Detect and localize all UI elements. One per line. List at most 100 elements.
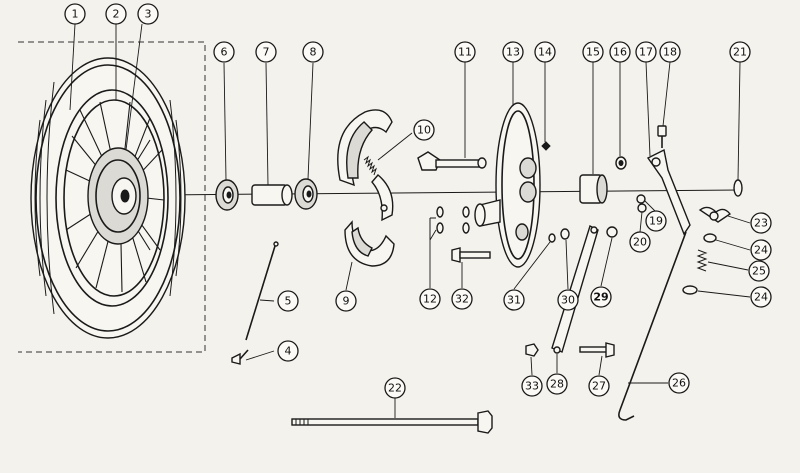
wing-nut (698, 206, 732, 223)
svg-text:27: 27 (592, 380, 606, 393)
washer-16 (615, 156, 627, 170)
brake-spring (363, 155, 377, 176)
svg-text:4: 4 (285, 345, 292, 358)
callout-19: 19 (645, 210, 667, 232)
adjuster-spring (696, 249, 708, 272)
lever-screw (657, 125, 667, 148)
callout-24-upper: 24 (750, 239, 772, 261)
washer-21 (733, 179, 743, 197)
leader-lines (69, 23, 751, 418)
callout-18: 18 (659, 41, 681, 63)
callout-27: 27 (588, 375, 610, 397)
callout-9: 9 (335, 290, 357, 312)
callout-28: 28 (546, 373, 568, 395)
callout-8: 8 (302, 41, 324, 63)
spoke (231, 241, 279, 365)
callout-11: 11 (454, 41, 476, 63)
torque-arm-bolt (579, 342, 615, 358)
callout-2: 2 (105, 3, 127, 25)
svg-text:15: 15 (586, 46, 600, 59)
right-spacer (579, 174, 608, 204)
svg-text:8: 8 (310, 46, 317, 59)
callout-4: 4 (277, 340, 299, 362)
svg-text:16: 16 (613, 46, 627, 59)
callout-30: 30 (557, 289, 579, 311)
svg-text:3: 3 (145, 8, 152, 21)
washer-24-upper (703, 233, 717, 243)
svg-text:24: 24 (754, 291, 768, 304)
callout-15: 15 (582, 41, 604, 63)
svg-text:10: 10 (417, 124, 431, 137)
washer-24-lower (682, 285, 698, 295)
svg-text:21: 21 (733, 46, 747, 59)
svg-text:25: 25 (752, 265, 766, 278)
callout-25: 25 (748, 260, 770, 282)
svg-text:23: 23 (754, 217, 768, 230)
callout-17: 17 (635, 41, 657, 63)
callout-22: 22 (384, 377, 406, 399)
callout-32: 32 (451, 288, 473, 310)
rear-axle (291, 410, 493, 434)
grease-nipple (541, 141, 551, 151)
svg-text:24: 24 (754, 244, 768, 257)
svg-text:11: 11 (458, 46, 472, 59)
svg-text:26: 26 (672, 377, 686, 390)
anchor-pins (436, 206, 470, 234)
tire-tread (34, 81, 182, 315)
callout-13: 13 (502, 41, 524, 63)
plate-bolt (451, 247, 491, 263)
rear-wheel (30, 57, 186, 339)
callout-29: 29 (590, 286, 612, 308)
callout-5: 5 (277, 290, 299, 312)
svg-text:2: 2 (113, 8, 120, 21)
svg-text:17: 17 (639, 46, 653, 59)
torque-arm-nut (525, 343, 539, 357)
left-bearing (215, 179, 239, 211)
brake-shoes (337, 109, 395, 267)
brake-lever (646, 148, 691, 236)
callout-3: 3 (137, 3, 159, 25)
svg-text:18: 18 (663, 46, 677, 59)
callout-12: 12 (419, 288, 441, 310)
callout-24-lower: 24 (750, 286, 772, 308)
torque-arm (551, 225, 599, 354)
svg-text:28: 28 (550, 378, 564, 391)
svg-text:30: 30 (561, 294, 575, 307)
svg-text:12: 12 (423, 293, 437, 306)
svg-text:13: 13 (506, 46, 520, 59)
svg-text:5: 5 (285, 295, 292, 308)
svg-text:31: 31 (507, 294, 521, 307)
callout-20: 20 (629, 231, 651, 253)
callout-31: 31 (503, 289, 525, 311)
callout-7: 7 (255, 41, 277, 63)
lever-nut (636, 194, 647, 213)
callout-6: 6 (213, 41, 235, 63)
right-bearing (294, 178, 318, 210)
callout-16: 16 (609, 41, 631, 63)
callout-21: 21 (729, 41, 751, 63)
nut-29 (606, 226, 618, 238)
svg-text:1: 1 (72, 8, 79, 21)
brake-plate (474, 102, 541, 268)
svg-text:20: 20 (633, 236, 647, 249)
callout-10: 10 (413, 119, 435, 141)
callout-26: 26 (668, 372, 690, 394)
wheel-frame-dashed (18, 41, 206, 353)
callout-33: 33 (521, 375, 543, 397)
callout-1: 1 (64, 3, 86, 25)
brake-rod (618, 231, 687, 421)
svg-text:6: 6 (221, 46, 228, 59)
svg-text:9: 9 (343, 295, 350, 308)
svg-text:19: 19 (649, 215, 663, 228)
svg-text:14: 14 (538, 46, 552, 59)
axle-centerline (159, 189, 741, 196)
brake-cam (417, 151, 487, 171)
callout-14: 14 (534, 41, 556, 63)
svg-text:32: 32 (455, 293, 469, 306)
svg-text:22: 22 (388, 382, 402, 395)
axle-spacer (251, 184, 293, 206)
callout-23: 23 (750, 212, 772, 234)
washer-30-31 (548, 228, 570, 243)
